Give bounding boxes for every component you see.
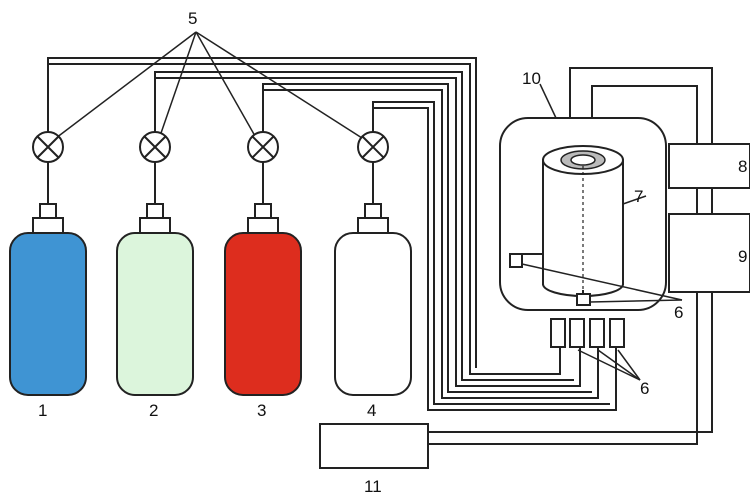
internal-sensors [509,253,683,306]
label-chamber: 10 [522,69,541,88]
pipe-chamber-to-11 [428,67,713,433]
label-cylinder-3: 3 [257,401,266,420]
valve-3 [247,131,279,163]
pipe-9-to-11 [428,292,698,445]
valve-pointer-lines [55,31,363,139]
unit-11-box [319,423,429,469]
pipe-chamber-to-8 [591,85,698,144]
valve-2 [139,131,171,163]
pipe-valve-4-outer [372,101,610,405]
cylinder-stems [47,162,374,204]
label-cylinder-4: 4 [367,401,376,420]
pipe-valve-1-outer [47,57,477,368]
label-sensors-internal: 6 [674,303,683,322]
valve-1 [32,131,64,163]
pipe-valve-1 [47,63,561,375]
sensor-bottom [576,293,591,306]
label-sample: 7 [634,187,643,206]
sample-pointer [622,195,647,205]
gas-pipes [47,57,713,445]
cylinder-2 [116,203,194,396]
chamber-pointer [539,83,557,119]
label-cylinder-1: 1 [38,401,47,420]
unit-8-box [668,143,750,189]
cylinder-1 [9,203,87,396]
cylinder-3 [224,203,302,396]
label-unit-8: 8 [738,157,747,176]
label-unit-9: 9 [738,247,747,266]
label-valves: 5 [188,9,197,28]
valve-4 [357,131,389,163]
pipe-valve-2-outer [154,71,574,381]
sample-cylinder [542,145,647,297]
unit-9-box [668,213,750,293]
label-cylinder-2: 2 [149,401,158,420]
sensor-side [509,253,523,268]
cylinder-4 [334,203,412,396]
unit-boxes [319,143,750,469]
pipe-valve-2 [154,77,581,387]
external-sensors [550,318,641,381]
gas-cylinders [9,203,412,396]
pipe-valve-3-outer [262,83,592,393]
labels: 5 1 2 3 4 10 7 8 9 6 6 11 [38,9,747,496]
label-unit-11: 11 [364,477,382,496]
pipe-valve-3 [262,89,599,399]
valves [32,131,389,163]
pipe-valve-4 [372,107,617,411]
label-sensors-external: 6 [640,379,649,398]
